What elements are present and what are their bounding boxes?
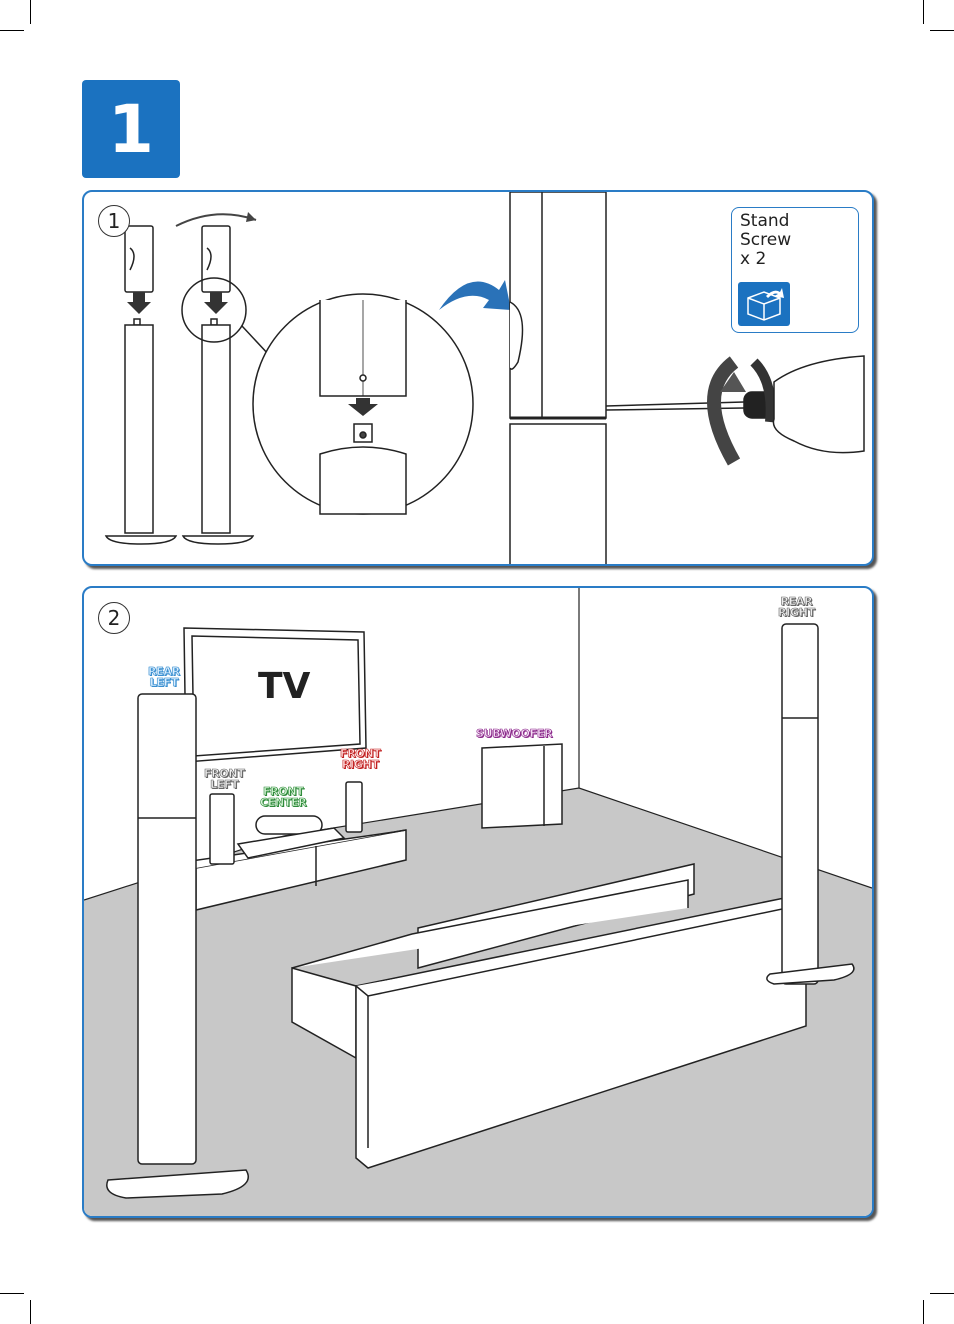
- parts-quantity: x 2: [740, 249, 767, 269]
- stand-connector: [133, 318, 141, 326]
- stand-base: [181, 535, 255, 545]
- assembly-panel: 1 Stand Screw x 2: [82, 190, 874, 566]
- crop-mark: [30, 0, 31, 24]
- rear-left-label: REAR LEFT: [148, 665, 181, 689]
- rear-right-label: REAR RIGHT: [778, 595, 816, 619]
- front-center-speaker: [255, 815, 323, 835]
- speaker-closeup: [509, 192, 607, 564]
- subwoofer-illustration: [481, 743, 563, 829]
- speaker-stand: [201, 324, 231, 534]
- room-layout-illustration: [84, 588, 872, 1216]
- stand-connector: [210, 318, 218, 326]
- subwoofer-label: SUBWOOFER: [476, 727, 553, 740]
- label-line: RIGHT: [778, 606, 816, 619]
- placement-panel: 2 TV REAR LEFT REAR RIGHT FRONT LEFT FRO…: [82, 586, 874, 1218]
- label-line: FRONT: [340, 747, 381, 760]
- front-left-label: FRONT LEFT: [204, 767, 245, 791]
- step-number-badge: 1: [82, 80, 180, 178]
- detail-highlight: [181, 277, 247, 343]
- front-center-label: FRONT CENTER: [260, 785, 307, 809]
- arrow-down-icon: [127, 292, 378, 416]
- parts-name-line: Stand: [740, 211, 790, 231]
- label-line: FRONT: [204, 767, 245, 780]
- parts-description: Stand Screw x 2: [740, 212, 791, 269]
- label-line: REAR: [780, 595, 813, 608]
- screwdriver-icon: [605, 391, 775, 419]
- crop-mark: [923, 0, 924, 24]
- rotate-arrow-icon: [707, 356, 741, 466]
- rotate-arrow-icon: [175, 213, 257, 227]
- substep-number: 1: [98, 205, 130, 237]
- front-left-speaker: [209, 793, 235, 865]
- crop-mark: [0, 30, 24, 31]
- crop-mark: [930, 1293, 954, 1294]
- label-line: CENTER: [260, 796, 307, 809]
- label-line: FRONT: [262, 785, 304, 798]
- label-line: LEFT: [149, 676, 179, 689]
- tv-illustration: [183, 627, 367, 763]
- label-line: RIGHT: [341, 758, 380, 771]
- substep-number: 2: [98, 602, 130, 634]
- parts-name-line: Screw: [740, 230, 792, 250]
- sofa-illustration: [291, 863, 807, 1169]
- player-unit: [236, 827, 346, 859]
- assembly-illustration: [104, 192, 865, 564]
- parts-info-box: Stand Screw x 2: [731, 207, 859, 333]
- box-with-arrow-icon: [738, 282, 790, 326]
- speaker-top-unit: [201, 225, 231, 293]
- crop-mark: [923, 1300, 924, 1324]
- curved-arrow-icon: [439, 280, 511, 310]
- crop-mark: [30, 1300, 31, 1324]
- label-line: SUBWOOFER: [476, 727, 553, 740]
- rear-right-speaker: [766, 623, 855, 985]
- rear-left-speaker: [106, 693, 249, 1199]
- speaker-top-unit: [124, 225, 154, 293]
- tv-label: TV: [258, 666, 311, 707]
- crop-mark: [0, 1293, 24, 1294]
- front-right-speaker: [345, 781, 363, 833]
- hand-illustration: [772, 355, 865, 454]
- front-right-label: FRONT RIGHT: [340, 747, 381, 771]
- crop-mark: [930, 30, 954, 31]
- label-line: REAR: [148, 665, 181, 678]
- stand-base: [104, 535, 178, 545]
- speaker-stand: [124, 324, 154, 534]
- label-line: LEFT: [210, 778, 239, 791]
